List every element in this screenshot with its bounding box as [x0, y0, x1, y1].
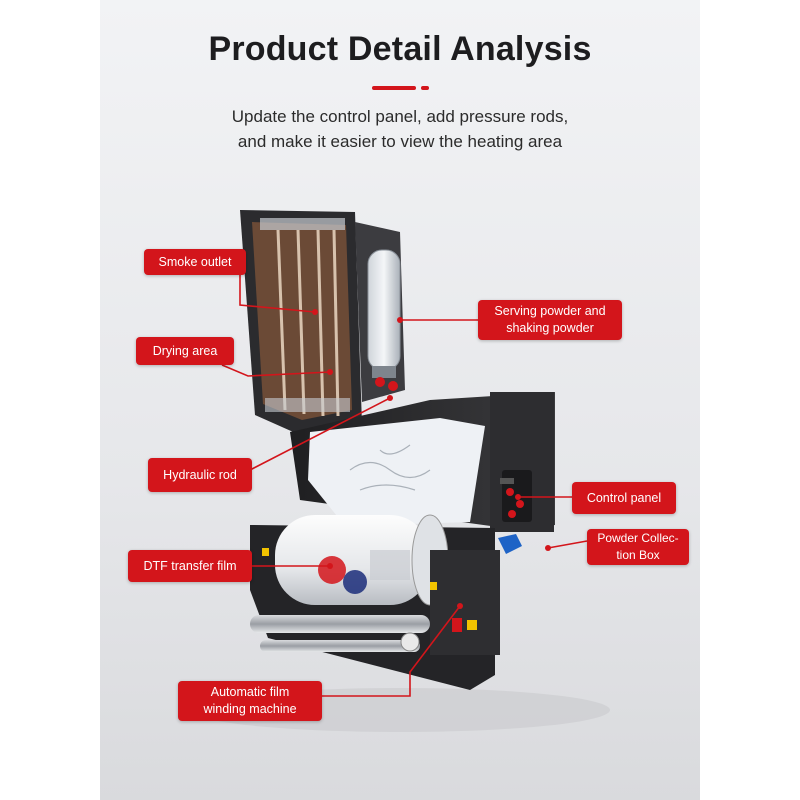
page-subtitle: Update the control panel, add pressure r… — [100, 104, 700, 154]
powder-box-handle — [498, 534, 522, 554]
winding-rod — [250, 615, 430, 652]
callout-dtf-transfer-film: DTF transfer film — [128, 550, 252, 582]
warning-label — [467, 620, 477, 630]
open-heating-lid — [240, 210, 362, 435]
printed-film-sheet — [308, 418, 485, 526]
powder-hopper — [367, 249, 401, 378]
yellow-sticker-left — [262, 548, 269, 556]
callout-powder-collection-box: Powder Collec- tion Box — [587, 529, 689, 565]
leader-smoke-outlet — [239, 272, 316, 313]
callout-control-panel: Control panel — [572, 482, 676, 514]
page-title: Product Detail Analysis — [208, 30, 592, 68]
control-panel-buttons — [500, 478, 524, 518]
callout-drying-area: Drying area — [136, 337, 234, 365]
leader-film-winding — [322, 605, 461, 697]
red-release-knob-2 — [388, 381, 398, 391]
subtitle-line-1: Update the control panel, add pressure r… — [231, 107, 569, 126]
leader-powder-box — [547, 540, 588, 549]
power-switch — [452, 618, 462, 632]
red-release-knob — [375, 377, 385, 387]
dtf-printer-machine-illustration — [190, 210, 610, 732]
right-margin — [700, 0, 800, 800]
callout-hydraulic-rod: Hydraulic rod — [148, 458, 252, 492]
callout-automatic-film-winding: Automatic film winding machine — [178, 681, 322, 721]
leader-hydraulic-rod — [249, 397, 391, 471]
yellow-sticker-right — [430, 582, 437, 590]
title-accent-bar — [372, 86, 416, 90]
callout-serving-powder: Serving powder and shaking powder — [478, 300, 622, 340]
title-accent-dot — [421, 86, 429, 90]
callout-smoke-outlet: Smoke outlet — [144, 249, 246, 275]
leader-drying-area — [221, 364, 331, 377]
winding-motor-block — [430, 550, 500, 655]
subtitle-line-2: and make it easier to view the heating a… — [237, 132, 563, 151]
left-margin — [0, 0, 100, 800]
